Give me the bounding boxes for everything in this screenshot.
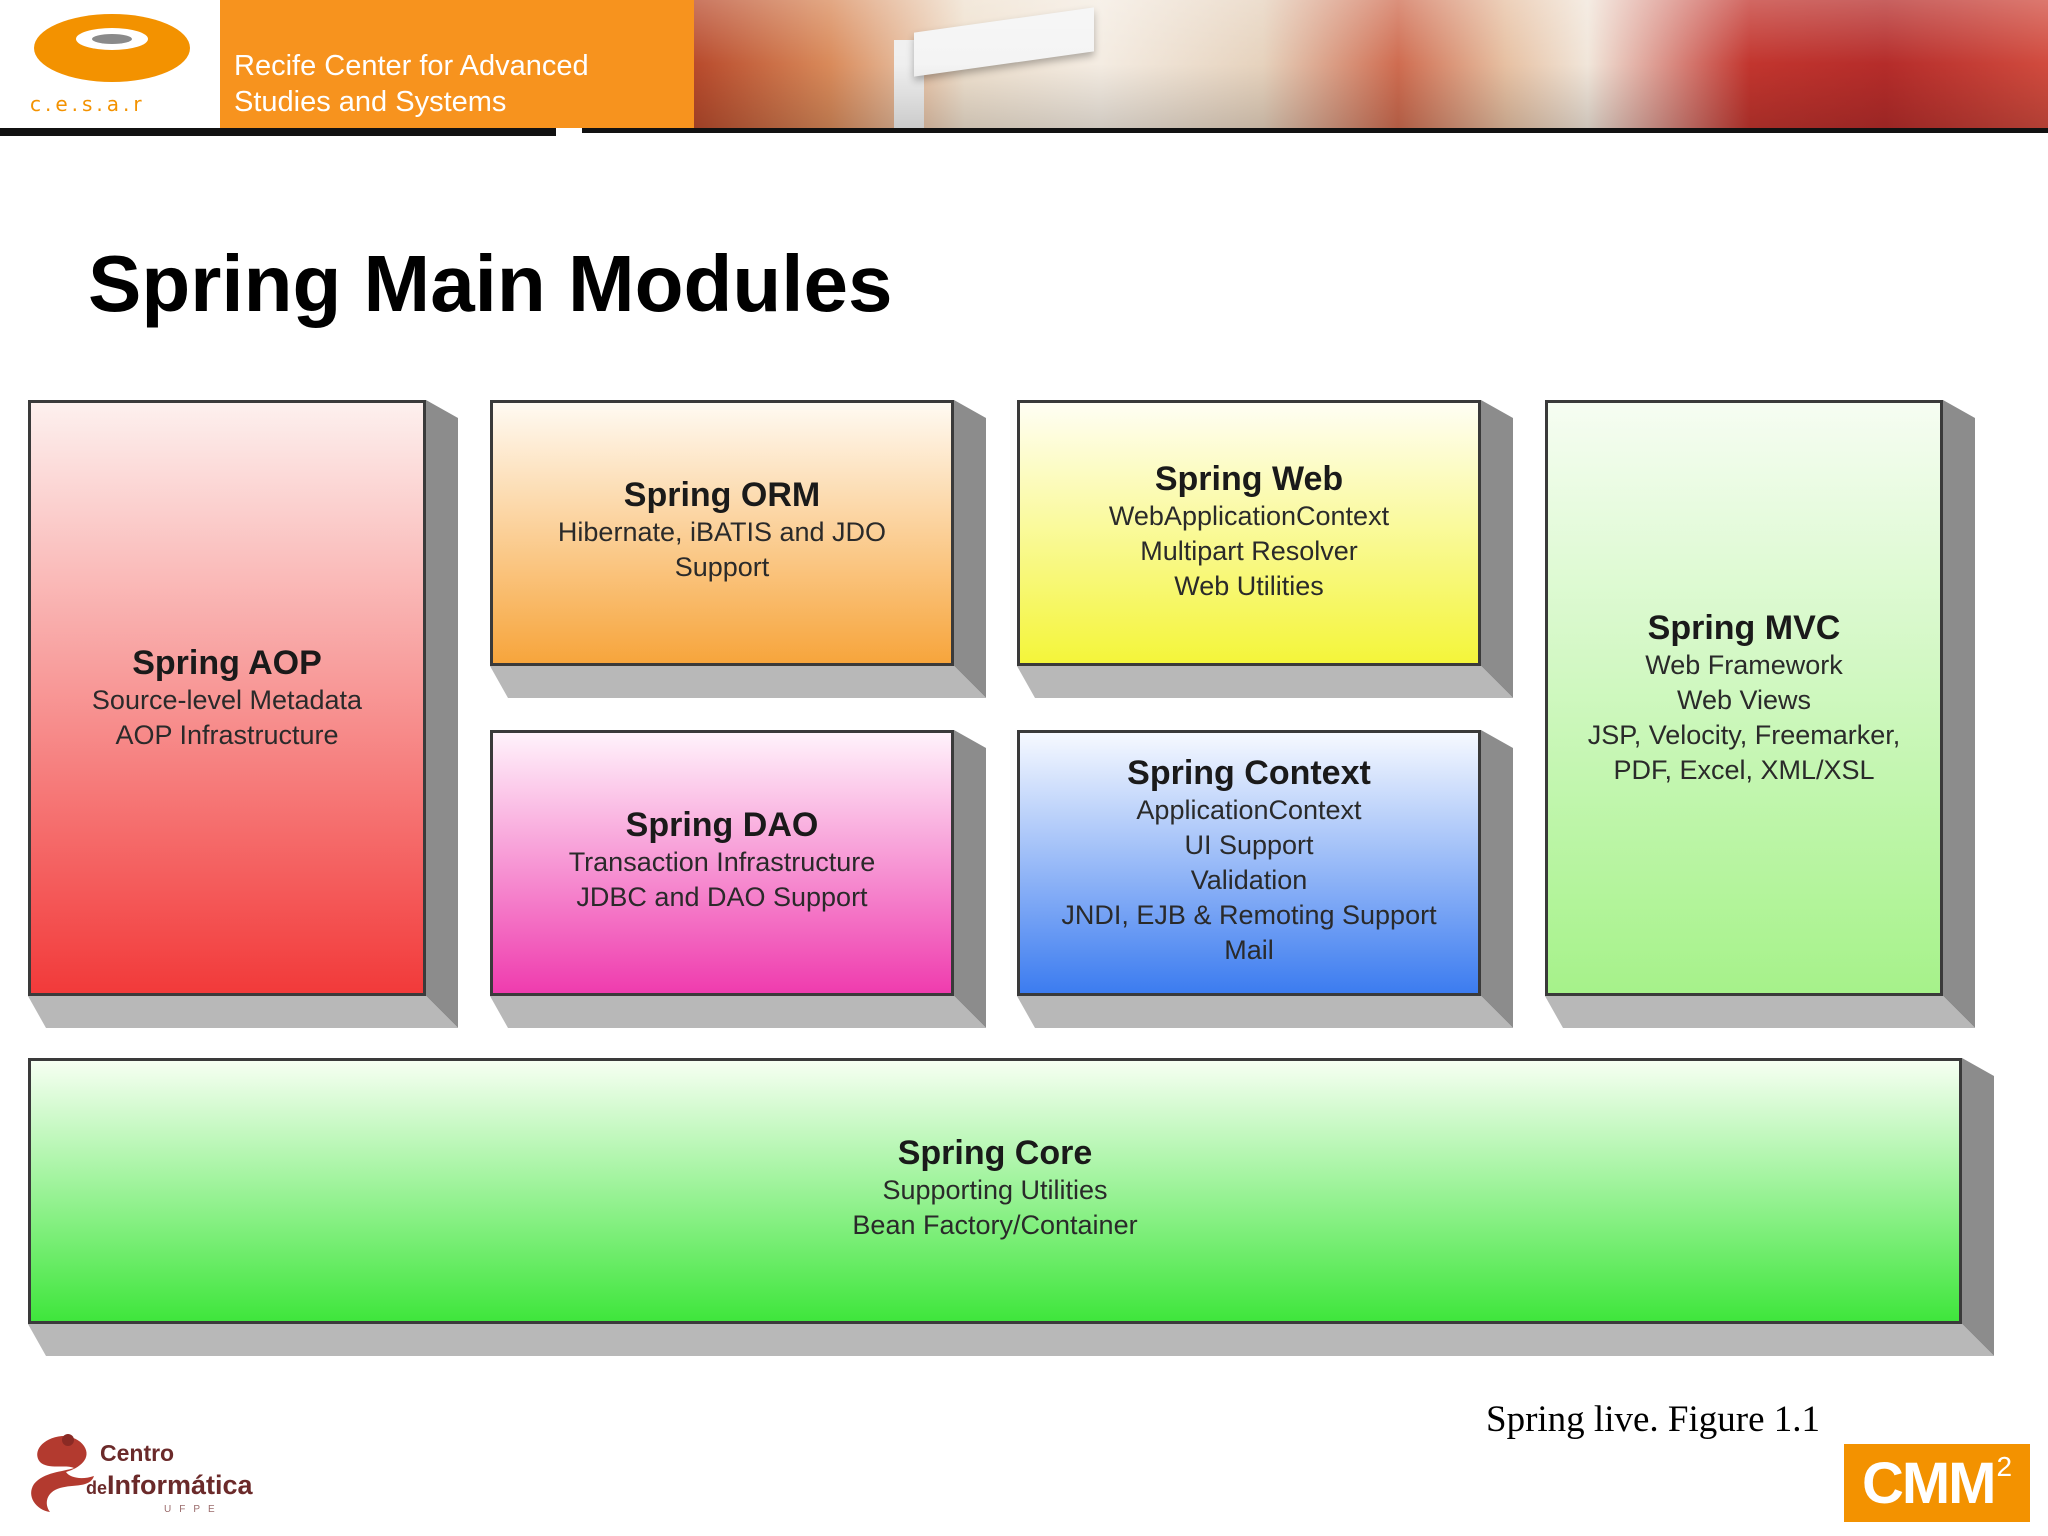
module-line: WebApplicationContext [1108,501,1390,531]
module-face: Spring Web WebApplicationContext Multipa… [1017,400,1481,666]
cmm-logo-text: CMM [1861,1450,1997,1516]
cesar-logo: c.e.s.a.r [0,0,220,128]
cin-word-ufpe: UFPE [164,1504,223,1515]
module-line: Web Views [1676,685,1812,715]
module-line: ApplicationContext [1136,795,1362,825]
header-rule-right [582,128,2048,133]
header-rule-left [0,128,556,136]
module-line: JSP, Velocity, Freemarker, [1587,720,1901,750]
slide-title: Spring Main Modules [88,239,893,328]
module-title: Spring ORM [623,476,821,514]
module-line: Web Utilities [1174,571,1324,601]
org-name-line-1: Recife Center for Advanced [234,50,589,82]
module-line: Validation [1190,865,1308,895]
module-title: Spring AOP [132,644,322,682]
cesar-logo-text: c.e.s.a.r [30,92,146,116]
module-line: Bean Factory/Container [852,1210,1138,1240]
module-title: Spring Core [897,1134,1093,1172]
module-face: Spring ORM Hibernate, iBATIS and JDO Sup… [490,400,954,666]
module-face: Spring AOP Source-level Metadata AOP Inf… [28,400,426,996]
header-banner: c.e.s.a.r Recife Center for Advanced Stu… [0,0,2048,136]
cmm-logo-sup: 2 [1996,1451,2013,1482]
centro-informatica-logo: Centro deInformática UFPE [14,1424,284,1524]
module-line: Mail [1224,935,1274,965]
header-photo [694,0,2048,128]
cin-word-centro: Centro [100,1440,175,1466]
module-line: Web Framework [1645,650,1843,680]
cin-word-informatica: deInformática [86,1470,253,1500]
module-line: Supporting Utilities [882,1175,1108,1205]
module-title: Spring Context [1127,754,1371,792]
module-line: Support [674,552,770,582]
module-spring-orm: Spring ORM Hibernate, iBATIS and JDO Sup… [490,400,986,698]
module-spring-context: Spring Context ApplicationContext UI Sup… [1017,730,1513,1028]
module-spring-mvc: Spring MVC Web Framework Web Views JSP, … [1545,400,1975,1028]
module-line: JNDI, EJB & Remoting Support [1061,900,1437,930]
module-spring-core: Spring Core Supporting Utilities Bean Fa… [28,1058,1994,1356]
module-line: UI Support [1184,830,1314,860]
module-title: Spring DAO [625,806,819,844]
cin-swirl-icon [31,1434,95,1512]
module-title: Spring MVC [1647,609,1841,647]
figure-caption: Spring live. Figure 1.1 [1486,1399,1821,1440]
module-line: JDBC and DAO Support [576,882,868,912]
module-face: Spring DAO Transaction Infrastructure JD… [490,730,954,996]
module-spring-aop: Spring AOP Source-level Metadata AOP Inf… [28,400,458,1028]
module-spring-web: Spring Web WebApplicationContext Multipa… [1017,400,1513,698]
module-line: Hibernate, iBATIS and JDO [557,517,887,547]
module-line: Transaction Infrastructure [568,847,876,877]
module-title: Spring Web [1154,460,1344,498]
module-spring-dao: Spring DAO Transaction Infrastructure JD… [490,730,986,1028]
module-line: Multipart Resolver [1140,536,1358,566]
module-face: Spring Core Supporting Utilities Bean Fa… [28,1058,1962,1324]
org-name-line-2: Studies and Systems [234,86,507,118]
module-line: Source-level Metadata [91,685,363,715]
module-face: Spring Context ApplicationContext UI Sup… [1017,730,1481,996]
org-name-band: Recife Center for Advanced Studies and S… [220,0,694,128]
module-face: Spring MVC Web Framework Web Views JSP, … [1545,400,1943,996]
cesar-logo-mark [34,14,190,82]
module-line: PDF, Excel, XML/XSL [1613,755,1875,785]
module-line: AOP Infrastructure [115,720,339,750]
